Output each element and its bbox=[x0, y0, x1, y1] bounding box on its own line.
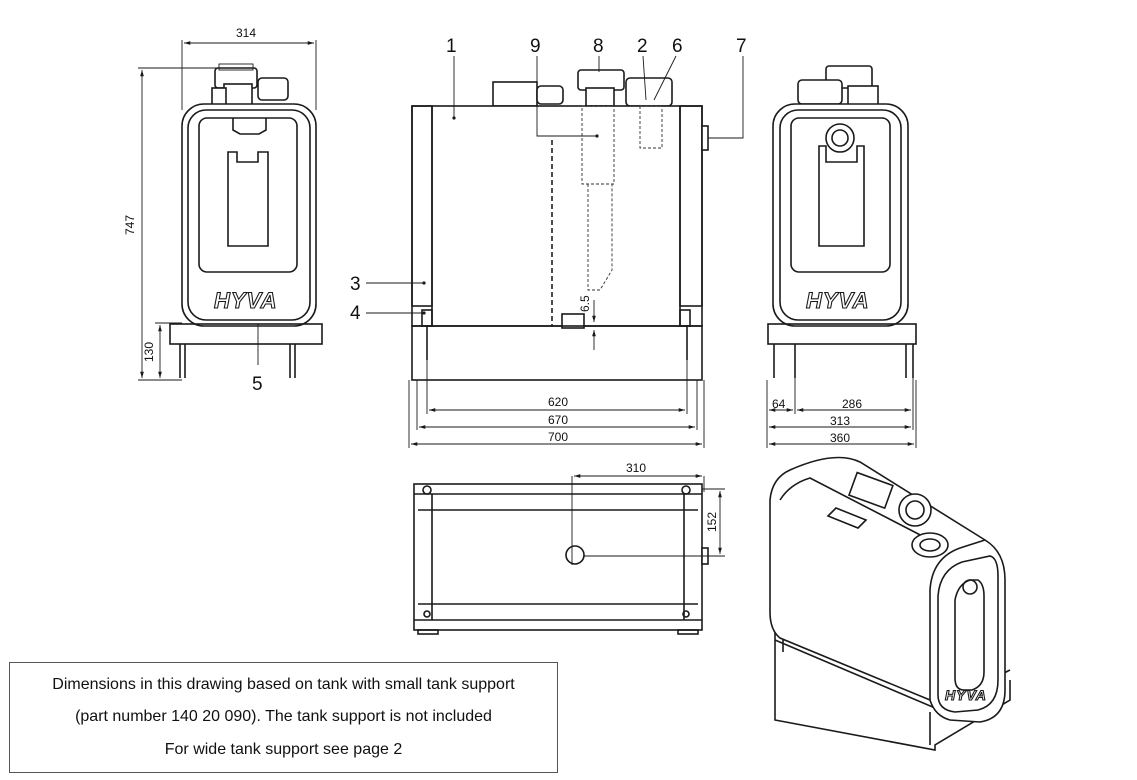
dim-side-width: 314 bbox=[236, 26, 256, 40]
callout-7: 7 bbox=[736, 36, 747, 57]
callout-5: 5 bbox=[252, 374, 263, 395]
dim-end-360: 360 bbox=[830, 431, 850, 445]
brand-logo-side: HYVA bbox=[214, 288, 278, 313]
note-line-3: For wide tank support see page 2 bbox=[164, 740, 403, 758]
dim-end-286: 286 bbox=[842, 397, 862, 411]
dim-front-700: 700 bbox=[548, 430, 568, 444]
callout-9: 9 bbox=[530, 36, 541, 57]
side-view: 314 747 130 HYVA 5 bbox=[123, 26, 323, 395]
top-view: 310 152 bbox=[413, 461, 725, 635]
isometric-view: HYVA bbox=[769, 456, 1011, 751]
dim-front-620: 620 bbox=[548, 395, 568, 409]
dim-side-height: 747 bbox=[123, 215, 137, 235]
dim-end-313: 313 bbox=[830, 414, 850, 428]
drawing-note: Dimensions in this drawing based on tank… bbox=[9, 662, 558, 773]
dim-side-support-height: 130 bbox=[142, 342, 156, 362]
callout-8: 8 bbox=[593, 36, 604, 57]
front-view: 620 670 700 6.5 1 9 8 2 6 7 3 4 bbox=[350, 36, 747, 448]
callout-2: 2 bbox=[637, 36, 648, 57]
brand-logo-iso: HYVA bbox=[945, 687, 987, 703]
dim-front-670: 670 bbox=[548, 413, 568, 427]
callout-6: 6 bbox=[672, 36, 683, 57]
note-line-1: Dimensions in this drawing based on tank… bbox=[52, 676, 515, 694]
brand-logo-end: HYVA bbox=[806, 288, 870, 313]
dim-top-152: 152 bbox=[705, 512, 719, 532]
dim-end-64: 64 bbox=[772, 397, 786, 411]
note-line-2: (part number 140 20 090). The tank suppo… bbox=[75, 708, 492, 726]
callout-1: 1 bbox=[446, 36, 457, 57]
callout-4: 4 bbox=[350, 303, 361, 324]
dim-front-gap: 6.5 bbox=[578, 295, 592, 312]
dim-top-310: 310 bbox=[626, 461, 646, 475]
end-view: HYVA 64 286 313 360 bbox=[766, 65, 917, 448]
callout-3: 3 bbox=[350, 274, 361, 295]
